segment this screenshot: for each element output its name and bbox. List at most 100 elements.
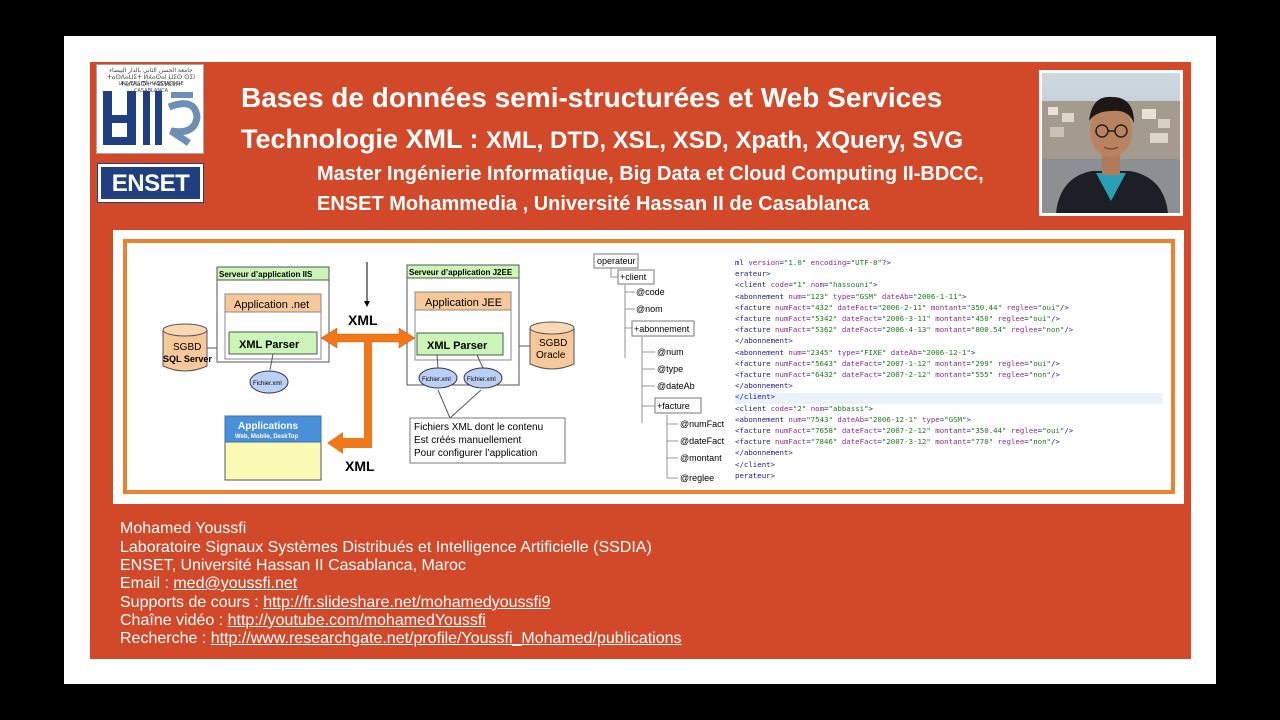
tree-label-client: +client (620, 272, 647, 282)
tree-label-type: @type (657, 364, 683, 374)
tree-node-client (617, 269, 655, 285)
note-line-3: Pour configurer l’application (414, 448, 537, 459)
code-line: perateur> (735, 470, 776, 480)
note-link-1 (437, 389, 451, 419)
xml-parser-iis-label: XML Parser (239, 339, 300, 351)
tree-label-code: @code (636, 287, 665, 297)
sql-server-label-1: SGBD (173, 342, 201, 353)
j2ee-server-header (406, 264, 520, 279)
tree-node-operateur (593, 253, 639, 269)
supports-label: Supports de cours : (120, 594, 264, 611)
email-label: Email : (120, 575, 174, 592)
tree-label-abonnement: +abonnement (634, 324, 690, 334)
applications-header (224, 415, 322, 443)
university-fr-text: UNIVERSITÉ HASSAN II DE CASABLANCA (118, 81, 184, 94)
tree-label-dateab: @dateAb (657, 381, 695, 391)
j2ee-file-link-2 (476, 354, 484, 369)
research-row: Recherche : http://www.researchgate.net/… (120, 630, 682, 648)
applications-title: Applications (238, 421, 298, 432)
xml-tree-diagram: operateur +client @code @nom +abonnement… (593, 253, 725, 483)
oracle-label-2: Oracle (536, 350, 566, 361)
note-link-2 (449, 389, 482, 419)
iis-file-label: Fichier.xml (253, 381, 282, 387)
supports-row: Supports de cours : http://fr.slideshare… (120, 594, 550, 612)
title-main: Bases de données semi-structurées et Web… (241, 82, 943, 113)
video-link[interactable]: http://youtube.com/mohamedYoussfi (227, 612, 486, 629)
code-line: <facture numFact="7658" dateFact="2007-2… (735, 426, 1074, 435)
note-box (409, 417, 566, 464)
tree-node-facture (654, 397, 702, 414)
subtitle-master: Master Ingénierie Informatique, Big Data… (317, 163, 984, 185)
sql-server-label-2: SQL Server (163, 354, 212, 364)
j2ee-file-icon-2 (463, 367, 503, 389)
oracle-db-icon (529, 321, 575, 370)
iis-file-icon (249, 370, 289, 394)
tree-node-abonnement (631, 320, 695, 337)
code-line: <client code="1" nom="hassouni"> (735, 280, 878, 290)
title-technologies-main: Technologie XML : (241, 124, 487, 154)
author-school: ENSET, Université Hassan II Casablanca, … (120, 557, 466, 574)
video-row: Chaîne vidéo : http://youtube.com/mohame… (120, 612, 486, 630)
enset-logo: ENSET (97, 163, 204, 203)
video-label: Chaîne vidéo : (120, 612, 228, 629)
email-row: Email : med@youssfi.net (120, 575, 297, 593)
research-link[interactable]: http://www.researchgate.net/profile/Yous… (210, 630, 682, 647)
tree-label-montant: @montant (680, 453, 722, 463)
j2ee-server-label: Serveur d’application J2EE (409, 268, 513, 277)
email-link[interactable]: med@youssfi.net (173, 575, 298, 592)
author-portrait-image (1042, 73, 1180, 213)
code-line: <facture numFact="5342" dateFact="2006-3… (735, 314, 1060, 323)
supports-link[interactable]: http://fr.slideshare.net/mohamedyoussfi9 (263, 594, 551, 611)
code-line: </client> (735, 459, 776, 469)
j2ee-file-icon-1 (418, 367, 458, 389)
code-line: <facture numFact="432" dateFact="2006-2-… (735, 302, 1069, 312)
applications-subtitle: Web, Mobile, DeskTop (235, 434, 298, 440)
xml-exchange-arrow (320, 327, 416, 454)
xml-parser-j2ee-box (416, 332, 504, 356)
net-app-label: Application .net (234, 299, 309, 311)
code-line: <facture numFact="6432" dateFact="2007-2… (735, 370, 1060, 379)
note-line-1: Fichiers XML dont le contenu (414, 422, 543, 433)
title-technologies: Technologie XML : XML, DTD, XSL, XSD, Xp… (241, 124, 963, 155)
code-line: </abonnement> (735, 336, 793, 346)
j2ee-file-link-1 (436, 354, 439, 369)
university-tifinagh-text: ⵜⴰⵙⴷⴰⵡⵉⵜ ⵍⵃⴰⵙⴰⵏ ⵡⵉⵙ ⵙⵉⵏ ⵜⴰⴷⴷⴰⵔⵜ ⵜⵓⵎⵍⵉⵍⵜ (106, 74, 196, 88)
xml-code-listing: ml version="1.0" encoding="UTF-8"?> erate… (735, 258, 1163, 488)
tree-label-nom: @nom (636, 304, 663, 314)
code-line: <facture numFact="5643" dateFact="2007-1… (735, 358, 1060, 368)
tree-label-facture: +facture (657, 401, 690, 411)
content-panel-border (123, 239, 1175, 494)
tree-label-datefact: @dateFact (680, 436, 725, 446)
code-line: <abonnement num="7543" dateAb="2006-12-1… (735, 414, 971, 424)
tree-label-reglee: @reglee (680, 473, 714, 483)
title-technologies-list: XML, DTD, XSL, XSD, Xpath, XQuery, SVG (486, 127, 963, 154)
code-line: </abonnement> (735, 448, 793, 458)
author-lab: Laboratoire Signaux Systèmes Distribués … (120, 539, 652, 556)
j2ee-file-label-1: Fichier.xml (422, 377, 451, 383)
code-highlight-line (735, 393, 1163, 404)
jee-app-label: Application JEE (425, 297, 502, 309)
university-logo: جامعة الحسن الثاني بالدار البيضاء ⵜⴰⵙⴷⴰⵡ… (96, 64, 204, 154)
research-label: Recherche : (120, 630, 211, 647)
iis-server-label: Serveur d’application IIS (219, 270, 313, 279)
university-arabic-text: جامعة الحسن الثاني بالدار البيضاء (109, 67, 193, 74)
sql-server-db-icon (162, 323, 208, 372)
iis-file-link (269, 353, 274, 371)
tree-label-numfact: @numFact (680, 419, 725, 429)
xml-label-top: XML (348, 312, 378, 328)
code-line: </client> (735, 392, 776, 402)
net-app-header (224, 293, 322, 313)
author-photo (1039, 70, 1183, 216)
tree-label-num: @num (657, 347, 684, 357)
iis-server-header (216, 266, 330, 281)
code-line: <facture numFact="7846" dateFact="2007-3… (735, 437, 1060, 447)
xml-label-bottom: XML (345, 458, 375, 474)
code-line: ml version="1.0" encoding="UTF-8"?> (735, 258, 891, 267)
code-line: <client code="2" nom="abbassi"> (735, 403, 873, 413)
note-line-2: Est créés manuellement (414, 435, 521, 446)
code-line: </abonnement> (735, 381, 793, 391)
code-line: erateur> (735, 269, 771, 279)
enset-logo-text: ENSET (101, 167, 200, 199)
author-name: Mohamed Youssfi (120, 520, 247, 537)
code-line: <abonnement num="123" type="GSM" dateAb=… (735, 291, 967, 301)
